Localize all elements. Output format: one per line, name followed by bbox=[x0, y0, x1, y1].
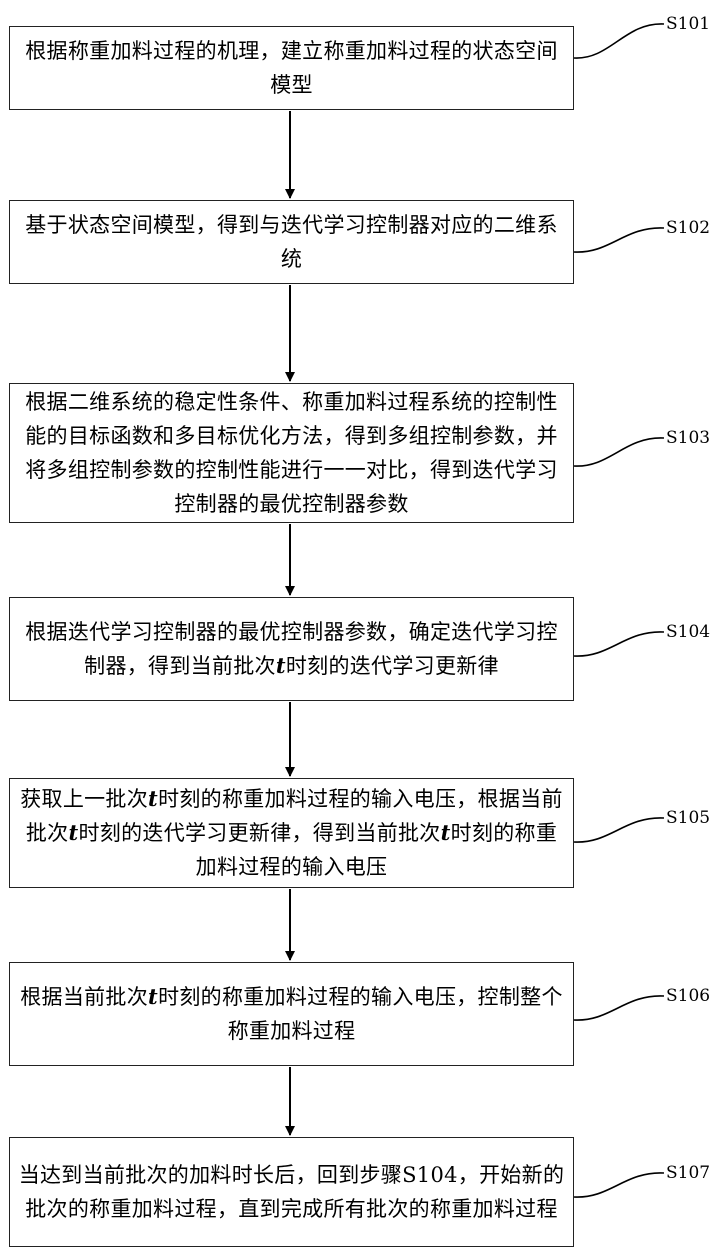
leader-s103 bbox=[574, 438, 664, 466]
leader-s107 bbox=[574, 1173, 664, 1197]
leader-s106 bbox=[574, 996, 664, 1020]
leader-s104 bbox=[574, 632, 664, 656]
leader-s102 bbox=[574, 228, 664, 252]
leader-s105 bbox=[574, 818, 664, 842]
leader-s101 bbox=[574, 24, 664, 58]
